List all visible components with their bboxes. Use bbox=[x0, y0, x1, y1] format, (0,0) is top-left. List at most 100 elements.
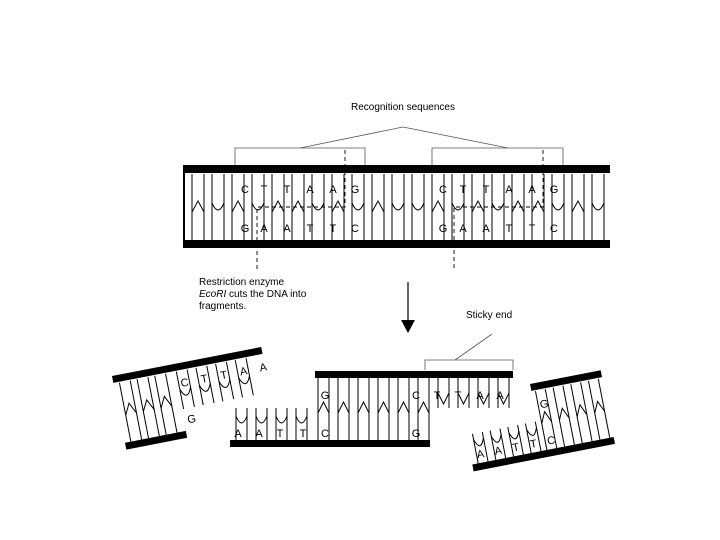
base-letter: T bbox=[300, 428, 307, 440]
base-pair-rung bbox=[175, 369, 195, 410]
base-pair-rung bbox=[231, 174, 245, 240]
dna-left-end bbox=[183, 165, 185, 248]
base-pair-rung bbox=[534, 389, 558, 451]
caption-line2-rest: cuts the DNA into bbox=[226, 289, 307, 300]
base-letter: A bbox=[459, 223, 467, 235]
base-letter: C bbox=[321, 428, 329, 440]
base-pair-rung bbox=[570, 382, 593, 444]
base-pair-rung bbox=[489, 428, 507, 461]
base-letter: A bbox=[260, 223, 268, 235]
base-letter: G bbox=[321, 390, 330, 402]
base-pair-rung bbox=[337, 378, 350, 440]
base-pair-rung bbox=[531, 174, 545, 240]
base-letter: G bbox=[186, 413, 197, 426]
base-pair-rung bbox=[295, 408, 308, 440]
base-pair-rung bbox=[431, 174, 445, 240]
base-letter: A bbox=[306, 184, 314, 196]
base-pair-rung bbox=[507, 425, 524, 457]
base-pair-rung bbox=[357, 378, 370, 440]
base-pair-rung bbox=[377, 378, 390, 440]
base-pair-rung bbox=[154, 373, 178, 435]
base-letter: G bbox=[550, 184, 559, 196]
base-letter: T bbox=[529, 438, 538, 451]
base-letter: A bbox=[259, 361, 269, 374]
base-letter: A bbox=[496, 390, 504, 402]
base-pair-rung bbox=[587, 378, 611, 440]
base-letter: C bbox=[180, 377, 190, 390]
base-pair-rung bbox=[397, 378, 410, 440]
dna-bottom-backbone bbox=[185, 240, 610, 248]
base-pair-rung bbox=[255, 408, 268, 440]
base-letter: T bbox=[483, 184, 490, 196]
base-letter: A bbox=[255, 428, 263, 440]
base-pair-rung bbox=[118, 380, 143, 442]
base-pair-rung bbox=[552, 385, 575, 447]
base-pair-rung bbox=[477, 378, 490, 408]
caption-line3: fragments. bbox=[199, 301, 247, 312]
base-letter: A bbox=[505, 184, 513, 196]
restriction-caption: Restriction enzyme EcoRI cuts the DNA in… bbox=[199, 277, 329, 313]
base-pair-rung bbox=[235, 408, 248, 440]
base-pair-rung bbox=[191, 174, 205, 240]
base-letter: G bbox=[539, 398, 550, 411]
base-letter: A bbox=[482, 223, 490, 235]
recognition-label: Recognition sequences bbox=[351, 102, 455, 113]
base-letter: T bbox=[261, 184, 268, 196]
base-letter: G bbox=[412, 428, 421, 440]
base-letter: A bbox=[494, 445, 504, 458]
base-letter: A bbox=[234, 428, 242, 440]
base-letter: C bbox=[546, 434, 556, 447]
base-letter: T bbox=[220, 369, 229, 382]
recognition-bracket bbox=[234, 126, 564, 166]
base-pair-rung bbox=[571, 174, 585, 240]
base-letter: G bbox=[439, 223, 448, 235]
base-letter: T bbox=[330, 223, 337, 235]
base-letter: G bbox=[351, 184, 360, 196]
base-letter: C bbox=[412, 390, 420, 402]
base-pair-rung bbox=[351, 174, 365, 240]
base-pair-rung bbox=[251, 174, 265, 240]
base-pair-rung bbox=[551, 174, 565, 240]
base-letter: A bbox=[283, 223, 291, 235]
base-letter: C bbox=[241, 184, 249, 196]
base-letter: T bbox=[511, 441, 520, 454]
dna-top-backbone bbox=[185, 165, 610, 173]
base-letter: T bbox=[284, 184, 291, 196]
base-pair-rung bbox=[591, 174, 605, 240]
base-letter: T bbox=[506, 223, 513, 235]
base-pair-rung bbox=[136, 377, 160, 439]
base-letter: A bbox=[329, 184, 337, 196]
base-letter: T bbox=[455, 390, 462, 402]
caption-line2: EcoRI cuts the DNA into bbox=[199, 289, 329, 301]
base-letter: G bbox=[241, 223, 250, 235]
base-pair-rung bbox=[497, 378, 510, 408]
base-pair-rung bbox=[437, 378, 450, 408]
base-pair-rung bbox=[371, 174, 385, 240]
base-pair-rung bbox=[275, 408, 288, 440]
base-pair-rung bbox=[417, 378, 430, 440]
base-letter: A bbox=[239, 365, 249, 378]
base-letter: T bbox=[200, 373, 209, 386]
base-letter: C bbox=[550, 223, 558, 235]
base-pair-rung bbox=[317, 378, 330, 440]
base-letter: A bbox=[528, 184, 536, 196]
base-letter: T bbox=[307, 223, 314, 235]
base-pair-rung bbox=[215, 361, 235, 402]
sticky-end-label: Sticky end bbox=[466, 310, 512, 321]
base-pair-rung bbox=[411, 174, 425, 240]
base-letter: T bbox=[460, 184, 467, 196]
caption-line1: Restriction enzyme bbox=[199, 277, 285, 288]
enzyme-name: EcoRI bbox=[199, 289, 227, 300]
base-pair-rung bbox=[391, 174, 405, 240]
base-pair-rung bbox=[211, 174, 225, 240]
base-pair-rung bbox=[471, 431, 489, 464]
cut-lines bbox=[256, 150, 544, 272]
